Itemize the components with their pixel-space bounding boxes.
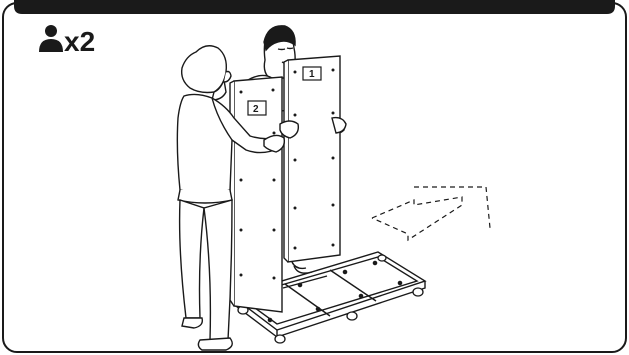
panel-2: 2 <box>230 77 282 312</box>
panel-1-number: 1 <box>309 69 315 80</box>
header-bar <box>14 0 615 14</box>
panel-1: 1 <box>284 56 340 262</box>
people-count-label: x2 <box>64 26 95 57</box>
panel-2-number: 2 <box>253 104 259 115</box>
